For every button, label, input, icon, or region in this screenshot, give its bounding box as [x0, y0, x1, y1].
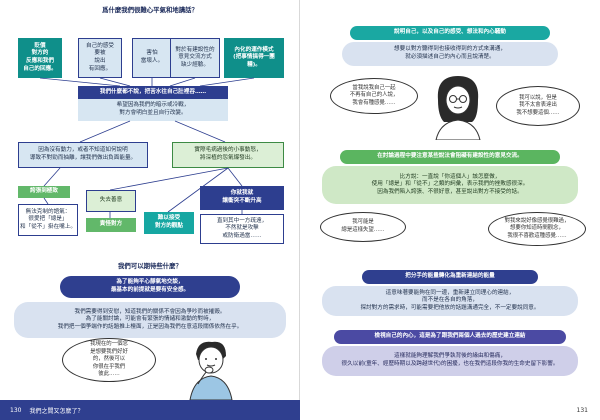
- right-page: 說明自己，以及自己的感受、想法和內心騷動 想要以對方聽得到也接收得到的方式來溝通…: [300, 0, 600, 420]
- speech-bubble-3: 我可能是 總是這樣失望……: [320, 212, 406, 242]
- header-blocking-phrases: 在討論過程中要注意某些說法會阻礙有建設性的意見交流。: [340, 150, 560, 164]
- outcome-reject-view: 難以接受 對方的觀點: [144, 212, 194, 234]
- text-explain-self: 想要以對方聽得到也接收得到的方式來溝通， 就必須描述自己的內心而且說清楚。: [342, 42, 558, 66]
- silence-banner: 我們什麼都不說，把苦水往自己肚裡吞……: [78, 86, 228, 99]
- outcome-exaggerate: 誇張到極致: [18, 186, 70, 198]
- safety-body: 我們需要得到安慰，知道我們的關係不會因為爭吵而被摧毀。 為了能關討論，可能會有緊…: [14, 302, 286, 338]
- flowchart-title: 爲什麼我們很難心平氣和地講話？: [102, 6, 198, 14]
- footer-right: 131: [300, 400, 600, 420]
- book-title: 我們之間又怎麼了？: [29, 407, 84, 415]
- outcome-blame: 責怪對方: [86, 218, 136, 232]
- outcome-lose-goodwill: 失去善意: [86, 190, 136, 212]
- left-page: 爲什麼我們很難心平氣和地講話？ 貶價 對方的 反應和我們 自己的回應。 自己的感…: [14, 6, 286, 400]
- safety-header: 為了能夠平心靜氣地交談， 最基本的前提就是要有安全感。: [60, 276, 240, 298]
- cause-box-1: 貶價 對方的 反應和我們 自己的回應。: [18, 38, 62, 78]
- expectation-title: 我們可以期待些什麼？: [118, 262, 182, 270]
- flow-connectors: [39, 77, 255, 218]
- outcome-absolute-words: 無法克制的語氣： 很愛把「總是」 和「從不」掛在嘴上。: [18, 204, 78, 236]
- speech-bubble-2: 我可以說，但是 我不太會表達出 我不想要這個……: [496, 86, 580, 126]
- header-history: 檢視自己的內心，這是為了跟我們兩個人過去的歷史建立連結: [334, 330, 566, 344]
- speech-bubble-left: 我現在的一個念 是想要我們好好 的，然後可以 你很在乎我們 彼此……: [62, 338, 156, 382]
- speech-bubble-1: 當我說我自己一起 不再有自己的人說， 我會有種感覺……: [330, 78, 418, 114]
- hope-box: 希望因為我們的暗示或冷戰， 對方會明白並且自行改變。: [78, 99, 228, 121]
- outburst-box: 實際毛病過後的小事動怒， 將深植的怨氣爆發出。: [172, 142, 284, 168]
- text-reconnect: 這意味著要能夠在同一邊，重新建立同理心的連結， 而不是在各自的角落， 探討對方的…: [322, 286, 578, 316]
- page-number-right: 131: [576, 406, 588, 414]
- text-history: 這樣就能夠理解我們爭執背後的緣由和傷痛， 很久以前(童年、經歷時期以及跨越世代)…: [322, 346, 578, 376]
- text-blocking-phrases: 比方說：一直說「你這個人」該怎麼做， 使用「總是」和「從不」之類的詞彙，表示我們…: [322, 166, 578, 204]
- cause-box-5: 內化的運作模式 (把事情搞得一團 糟)。: [224, 38, 284, 78]
- page-number-left: 130: [10, 406, 22, 414]
- cause-box-4: 對於有建設性的 意見交流方式 缺少經驗。: [170, 38, 220, 78]
- man-illustration: [189, 341, 233, 400]
- withdraw-box: 因為沒有動力，或者不知道如何說明 導致不對勁而抽離，讓我們做出負面能量。: [18, 142, 148, 168]
- header-explain-self: 說明自己，以及自己的感受、想法和內心騷動: [350, 26, 550, 40]
- outcome-escalate: 你就我就 讓衝突不斷升高: [200, 186, 284, 210]
- header-reconnect: 把分手的能量轉化為重新連結的能量: [362, 270, 538, 284]
- speech-bubble-4: 對我來說好像感覺很難過， 想要你知道時間觀念， 我很不喜歡這種感覺……: [488, 212, 586, 246]
- cause-box-2: 自己的感受 要被 說出 有回應。: [78, 38, 122, 78]
- outcome-distance: 直到其中一方疏遠， 不然就是攻擊 或防衛過當……: [200, 214, 284, 244]
- footer-left: 130 我們之間又怎麼了？: [0, 400, 300, 420]
- woman-illustration: [435, 76, 481, 140]
